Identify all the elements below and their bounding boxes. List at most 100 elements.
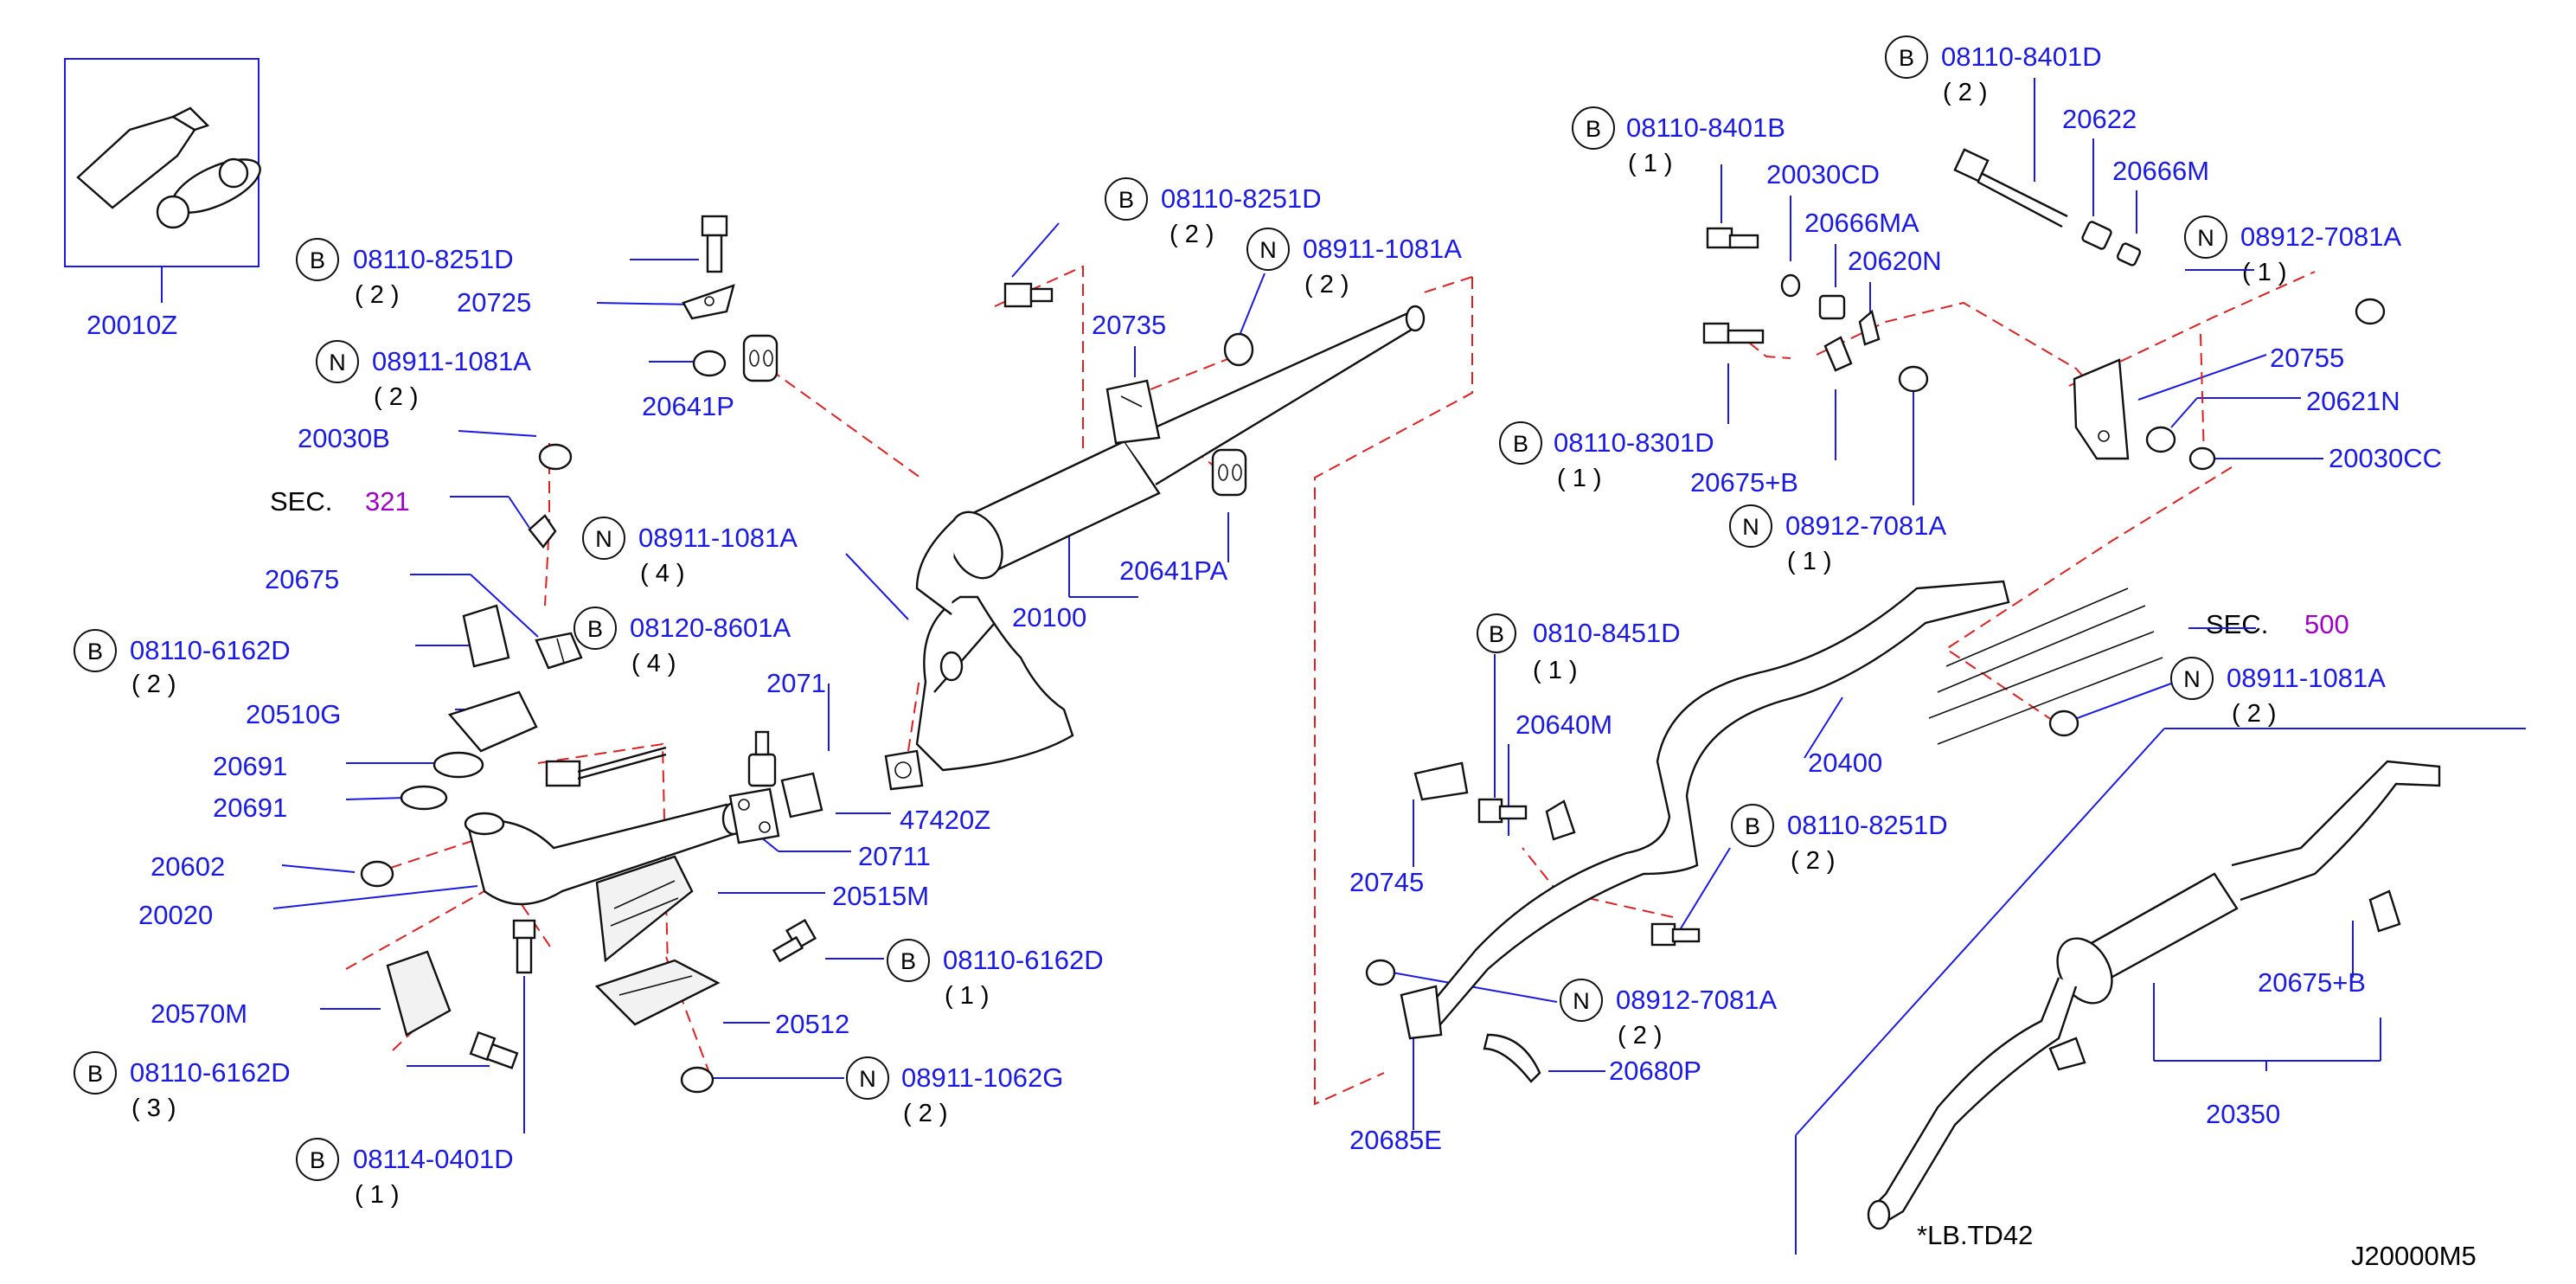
sec321-clip bbox=[528, 514, 557, 549]
heat-insulator-20515M bbox=[595, 855, 694, 963]
part-20691-a: 20691 bbox=[213, 751, 287, 781]
svg-text:( 2 ): ( 2 ) bbox=[903, 1100, 948, 1127]
svg-text:0810-8451D: 0810-8451D bbox=[1533, 618, 1681, 648]
washer-20030CC bbox=[2188, 446, 2216, 471]
callout-f5: N 08911-1081A ( 4 ) bbox=[582, 517, 798, 587]
hanger-20735 bbox=[1105, 379, 1161, 445]
svg-text:B: B bbox=[87, 1061, 103, 1087]
bush-20666M bbox=[2116, 242, 2142, 266]
svg-text:( 1 ): ( 1 ) bbox=[355, 1181, 400, 1209]
svg-text:B: B bbox=[1513, 431, 1528, 457]
callout-f15: B 08110-8301D ( 1 ) bbox=[1499, 421, 1714, 492]
svg-text:B: B bbox=[587, 616, 603, 642]
svg-text:08110-8301D: 08110-8301D bbox=[1554, 427, 1714, 458]
svg-text:( 1 ): ( 1 ) bbox=[1787, 548, 1832, 575]
svg-text:321: 321 bbox=[365, 486, 410, 517]
section-321-ref: SEC. 321 bbox=[270, 486, 410, 517]
part-20515M: 20515M bbox=[832, 881, 929, 911]
callout-f2: N 08911-1081A ( 2 ) bbox=[316, 340, 531, 411]
bracket-20620N bbox=[1858, 309, 1881, 346]
gasket-20510G bbox=[447, 690, 538, 753]
svg-text:08114-0401D: 08114-0401D bbox=[353, 1144, 514, 1174]
part-47420Z: 47420Z bbox=[900, 805, 990, 835]
part-20675B: 20675+B bbox=[1690, 467, 1798, 498]
svg-text:N: N bbox=[2183, 666, 2201, 692]
part-2071x: 2071 bbox=[766, 668, 826, 698]
nut-20621N bbox=[2145, 426, 2176, 453]
muffler-20350 bbox=[1867, 760, 2441, 1230]
svg-text:08911-1081A: 08911-1081A bbox=[638, 523, 798, 553]
part-20691-b: 20691 bbox=[213, 793, 287, 823]
part-20350: 20350 bbox=[2206, 1099, 2280, 1129]
part-20620N: 20620N bbox=[1848, 246, 1942, 276]
svg-text:N: N bbox=[1573, 988, 1590, 1014]
heat-insulator-20512 bbox=[594, 959, 721, 1026]
svg-text:B: B bbox=[310, 247, 325, 273]
svg-text:08110-8251D: 08110-8251D bbox=[1787, 810, 1948, 840]
svg-text:08911-1081A: 08911-1081A bbox=[2227, 663, 2386, 693]
part-20100: 20100 bbox=[1012, 602, 1086, 632]
svg-text:08110-6162D: 08110-6162D bbox=[130, 1057, 291, 1088]
sensor-clip-20675B-lower bbox=[2368, 889, 2401, 933]
callout-f8: B 08110-6162D ( 1 ) bbox=[887, 939, 1104, 1010]
part-20030CD: 20030CD bbox=[1766, 159, 1880, 189]
part-20510G: 20510G bbox=[246, 699, 341, 729]
part-20602: 20602 bbox=[151, 851, 225, 882]
part-20512: 20512 bbox=[775, 1009, 849, 1039]
svg-text:08911-1081A: 08911-1081A bbox=[372, 346, 531, 376]
bush-20666MA bbox=[1818, 294, 1846, 320]
callout-f9: N 08911-1062G ( 2 ) bbox=[846, 1056, 1063, 1127]
callout-f18: N 08911-1081A ( 2 ) bbox=[2170, 657, 2386, 728]
svg-text:( 2 ): ( 2 ) bbox=[1618, 1022, 1663, 1050]
heat-sensor-20675 bbox=[535, 632, 583, 670]
nut-upper-left bbox=[692, 350, 727, 377]
nut-08911-1081A-center bbox=[1223, 332, 1254, 367]
rubber-mount-20641PA bbox=[1211, 448, 1247, 497]
washer-20030CD bbox=[1780, 273, 1801, 298]
svg-text:B: B bbox=[1586, 116, 1601, 142]
svg-text:( 2 ): ( 2 ) bbox=[374, 383, 419, 411]
callout-f14: N 08912-7081A ( 1 ) bbox=[2184, 215, 2401, 286]
nut-08912-7081A-mid bbox=[1898, 365, 1929, 393]
svg-text:08110-8401B: 08110-8401B bbox=[1626, 112, 1785, 143]
callout-f19: B 08110-8251D ( 2 ) bbox=[1731, 804, 1948, 875]
part-20641P: 20641P bbox=[642, 391, 734, 421]
bolt-08110-8301D bbox=[1702, 322, 1765, 344]
svg-text:( 1 ): ( 1 ) bbox=[945, 982, 990, 1010]
part-20735: 20735 bbox=[1092, 310, 1166, 340]
svg-text:( 4 ): ( 4 ) bbox=[631, 650, 676, 677]
svg-text:N: N bbox=[2197, 225, 2214, 251]
svg-text:( 2 ): ( 2 ) bbox=[1943, 79, 1988, 106]
callout-f4: N 08911-1081A ( 2 ) bbox=[1246, 228, 1462, 299]
u-bolt-20680P bbox=[1483, 1033, 1541, 1083]
svg-text:( 1 ): ( 1 ) bbox=[2242, 259, 2287, 286]
svg-text:08911-1062G: 08911-1062G bbox=[901, 1063, 1063, 1093]
bolt-08110-6162D-mid bbox=[772, 918, 817, 963]
svg-text:08912-7081A: 08912-7081A bbox=[1785, 510, 1946, 541]
svg-text:08110-8401D: 08110-8401D bbox=[1941, 42, 2102, 72]
part-20020: 20020 bbox=[138, 900, 213, 930]
bolt-08110-8251D-right bbox=[1650, 922, 1701, 947]
svg-text:N: N bbox=[595, 526, 612, 552]
svg-text:B: B bbox=[310, 1147, 325, 1173]
part-20725: 20725 bbox=[457, 287, 531, 318]
svg-text:SEC.: SEC. bbox=[2206, 609, 2268, 639]
svg-text:SEC.: SEC. bbox=[270, 486, 332, 517]
svg-text:N: N bbox=[329, 350, 346, 376]
part-20640M: 20640M bbox=[1515, 709, 1612, 740]
svg-text:B: B bbox=[1489, 621, 1504, 647]
part-20030CC: 20030CC bbox=[2329, 443, 2442, 473]
nut-20030B bbox=[538, 443, 573, 471]
nut-08912-7081A-upper bbox=[2355, 298, 2386, 325]
ring-20691-b bbox=[400, 785, 448, 811]
rubber-20640M bbox=[1545, 799, 1576, 841]
hanger-20745 bbox=[1413, 761, 1469, 801]
svg-text:( 2 ): ( 2 ) bbox=[131, 671, 176, 698]
svg-text:B: B bbox=[87, 639, 103, 664]
svg-text:08911-1081A: 08911-1081A bbox=[1303, 234, 1462, 264]
note-lb-td42: *LB.TD42 bbox=[1917, 1220, 2033, 1250]
svg-text:08110-6162D: 08110-6162D bbox=[130, 635, 291, 665]
bolt-08110-8401B bbox=[1706, 227, 1759, 249]
svg-text:08120-8601A: 08120-8601A bbox=[630, 613, 791, 643]
